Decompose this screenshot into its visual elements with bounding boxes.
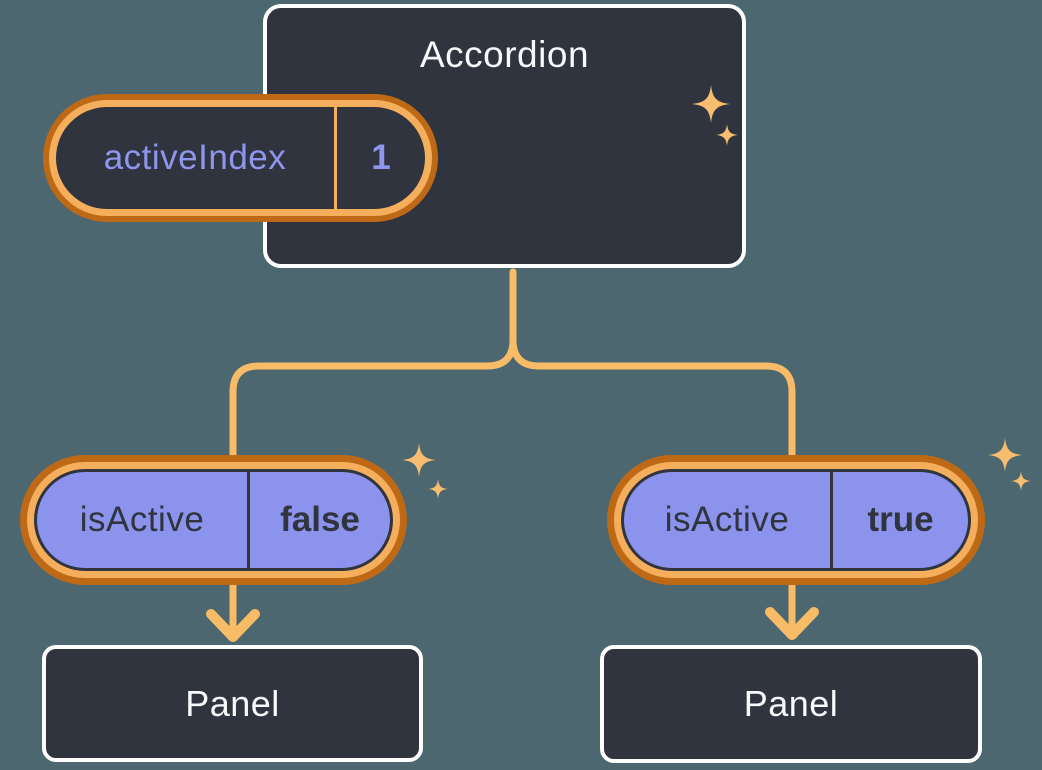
panel-component-box-left: Panel — [42, 645, 423, 762]
sparkle-icon — [1011, 471, 1031, 491]
component-title: Accordion — [419, 34, 590, 75]
sparkle-icon — [428, 479, 448, 499]
pill-divider — [247, 472, 250, 568]
sparkle-icon — [988, 438, 1022, 472]
prop-pill-left: isActive false — [20, 455, 407, 585]
pill-divider — [334, 107, 337, 209]
state-value-label: 1 — [371, 138, 391, 177]
connector-stem-left-branch — [229, 268, 517, 479]
prop-value-label: true — [867, 500, 934, 539]
pill-divider — [830, 472, 833, 568]
prop-pill-ring: isActive false — [27, 462, 400, 578]
state-pill-ring: activeIndex 1 — [49, 100, 432, 216]
prop-value-label: false — [280, 500, 360, 539]
prop-pill-ring: isActive true — [614, 462, 978, 578]
arrow-down-icon — [206, 609, 260, 642]
sparkle-icon — [402, 443, 436, 477]
component-title: Panel — [185, 682, 280, 724]
panel-component-box-right: Panel — [600, 645, 982, 763]
component-title: Panel — [743, 683, 839, 724]
state-pill-body: activeIndex 1 — [56, 107, 425, 209]
prop-name-label: isActive — [664, 500, 790, 539]
prop-pill-body: isActive true — [621, 469, 971, 571]
state-pill: activeIndex 1 — [43, 94, 438, 222]
state-name-label: activeIndex — [103, 138, 287, 177]
prop-name-label: isActive — [79, 500, 205, 539]
arrow-down-icon — [765, 607, 819, 640]
prop-pill-right: isActive true — [607, 455, 985, 585]
prop-pill-body: isActive false — [34, 469, 393, 571]
